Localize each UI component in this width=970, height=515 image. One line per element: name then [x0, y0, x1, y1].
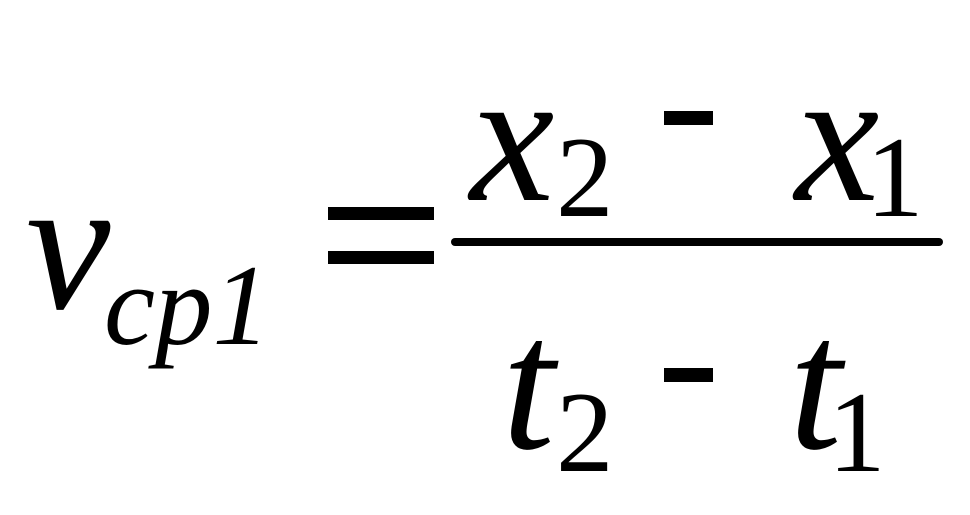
denominator-first-subscript: 2	[556, 369, 614, 496]
denominator-second-subscript: 1	[828, 369, 886, 496]
numerator-first-symbol: x	[470, 32, 555, 242]
numerator-first-subscript: 2	[556, 114, 614, 241]
lhs-symbol: v	[26, 140, 111, 350]
numerator-second-subscript: 1	[866, 114, 924, 241]
fraction-bar	[451, 238, 943, 246]
lhs-subscript: cp1	[104, 242, 271, 369]
denominator-second-symbol: t	[789, 280, 842, 490]
numerator-second-symbol: x	[795, 32, 880, 242]
denominator-first-symbol: t	[502, 280, 555, 490]
